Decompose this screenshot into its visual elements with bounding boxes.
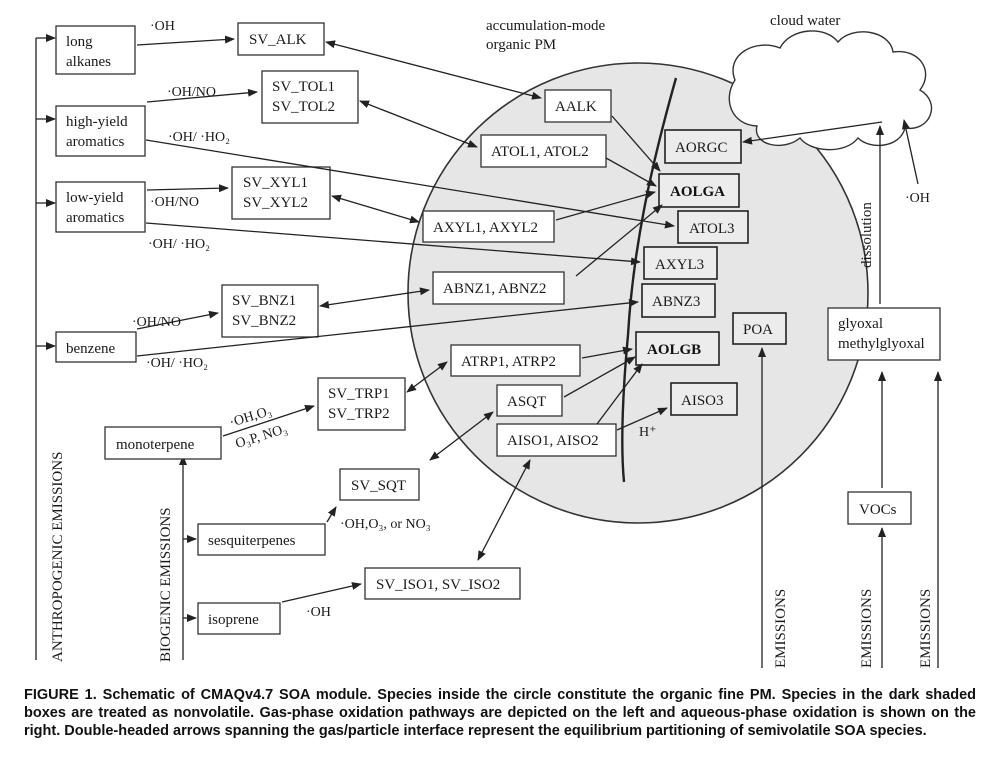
h-plus-annotation: H⁺ [639,425,657,440]
aiso12-box [496,423,617,457]
oh-isoprene-annotation: ·OH [306,605,331,620]
sv-xyl-label-2: SV_XYL2 [243,195,308,211]
emissions-label-vocs: EMISSIONS [859,589,875,668]
cloud-water-label: cloud water [770,13,840,29]
sv-alk-box [237,22,325,56]
atol12-box [480,134,607,168]
sqt-oxidants-annotation: ·OH,O₃, or NO₃ [340,517,431,532]
sv-tol-label-1: SV_TOL1 [272,79,335,95]
abnz3-label: ABNZ3 [652,294,700,310]
poa-box [732,312,787,345]
sv-tol-label-2: SV_TOL2 [272,99,335,115]
sv-bnz-label-2: SV_BNZ2 [232,313,296,329]
atol3-label: ATOL3 [689,221,735,237]
low-yield-label-1: low-yield [66,190,124,206]
isoprene-label: isoprene [208,612,259,628]
sv-bnz-label-1: SV_BNZ1 [232,293,296,309]
axyl12-box [422,210,555,243]
glyoxal-label-1: glyoxal [838,316,883,332]
sv-trp-label-2: SV_TRP2 [328,406,390,422]
aolga-label: AOLGA [670,184,725,200]
accumulation-mode-label: accumulation-mode [486,18,605,34]
aolgb-label: AOLGB [647,342,701,358]
aalk-label: AALK [555,99,597,115]
atrp12-label: ATRP1, ATRP2 [461,354,556,370]
high-yield-label-1: high-yield [66,114,128,130]
vocs-label: VOCs [859,502,897,518]
interface-curve [621,77,678,483]
high-yield-aromatics-box [55,105,146,157]
poa-label: POA [743,322,773,338]
monoterpene-label: monoterpene [116,437,195,453]
atrp12-box [450,344,581,377]
sv-trp-label-1: SV_TRP1 [328,386,390,402]
abnz12-label: ABNZ1, ABNZ2 [443,281,546,297]
aiso3-label: AISO3 [681,393,724,409]
benzene-label: benzene [66,341,115,357]
axyl3-label: AXYL3 [655,257,704,273]
oh-ho2-high-annotation: ·OH/ ·HO₂ [168,130,230,145]
anthropogenic-emissions-label: ANTHROPOGENIC EMISSIONS [50,452,66,662]
biogenic-emissions-label: BIOGENIC EMISSIONS [158,507,174,662]
aiso12-label: AISO1, AISO2 [507,433,599,449]
sv-iso-box [364,567,521,600]
axyl3-box [643,246,718,280]
sv-xyl-box [231,166,331,220]
soa-module-schematic: accumulation-mode organic PM cloud water… [35,13,942,668]
sv-iso-label: SV_ISO1, SV_ISO2 [376,577,500,593]
aorgc-label: AORGC [675,140,728,156]
vocs-box [847,491,912,525]
glyoxal-box [827,307,941,361]
isoprene-box [197,602,281,635]
long-alkanes-label-2: alkanes [66,54,111,70]
high-yield-label-2: aromatics [66,134,124,150]
sv-alk-label: SV_ALK [249,32,307,48]
asqt-label: ASQT [507,394,546,410]
aalk-box [544,89,612,123]
axyl12-label: AXYL1, AXYL2 [433,220,538,236]
aorgc-box [664,129,742,164]
oh-alkanes-annotation: ·OH [150,19,175,34]
aolgb-box [635,331,720,366]
oh-ho2-bnz-annotation: ·OH/ ·HO₂ [146,356,208,371]
oh-no-xyl-annotation: ·OH/NO [150,195,199,210]
low-yield-aromatics-box [55,181,146,233]
aolga-box [658,173,740,208]
atol12-label: ATOL1, ATOL2 [491,144,589,160]
low-yield-label-2: aromatics [66,210,124,226]
sv-sqt-box [339,468,420,501]
sv-trp-box [317,377,406,431]
atol3-box [677,210,749,244]
oh-ho2-low-annotation: ·OH/ ·HO₂ [148,237,210,252]
long-alkanes-box [55,25,136,75]
cloud-shape [728,30,933,151]
oh-no-bnz-annotation: ·OH/NO [132,315,181,330]
dissolution-label: dissolution [859,202,875,268]
monoterpene-box [104,426,222,460]
glyoxal-label-2: methylglyoxal [838,336,925,352]
organic-pm-label: organic PM [486,37,556,53]
sesquiterpenes-label: sesquiterpenes [208,533,296,549]
sv-xyl-label-1: SV_XYL1 [243,175,308,191]
oh-cloud-annotation: ·OH [905,191,930,206]
emissions-label-poa: EMISSIONS [773,589,789,668]
long-alkanes-label-1: long [66,34,93,50]
sv-sqt-label: SV_SQT [351,478,406,494]
aiso3-box [670,382,738,416]
asqt-box [496,384,563,417]
emissions-label-glyoxal: EMISSIONS [918,589,934,668]
sv-bnz-box [221,284,319,338]
benzene-box [55,331,137,363]
figure-caption: FIGURE 1. Schematic of CMAQv4.7 SOA modu… [24,687,976,739]
sesquiterpenes-box [197,523,326,556]
abnz3-box [641,283,716,318]
oh-no-tol-annotation: ·OH/NO [167,85,216,100]
abnz12-box [432,271,565,305]
